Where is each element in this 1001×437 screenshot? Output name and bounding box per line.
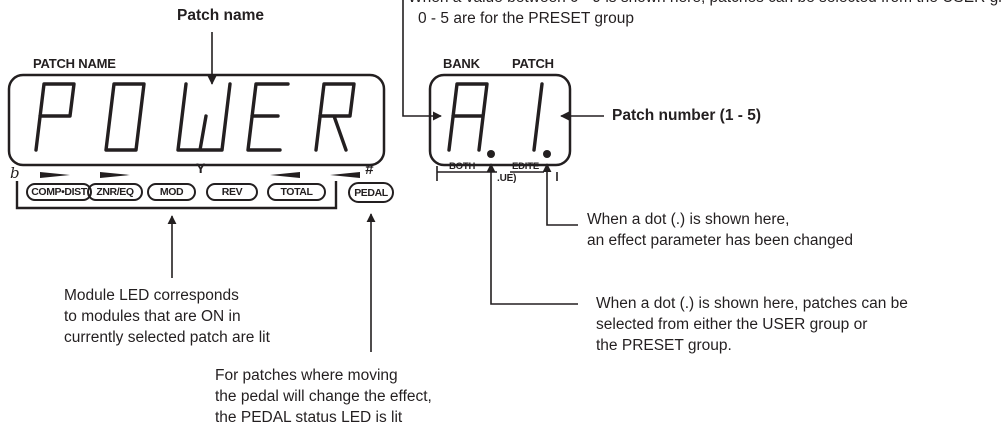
module-led-mod: MOD	[147, 183, 196, 201]
module-led-caption: Module LED corresponds to modules that a…	[64, 287, 270, 346]
pedal-led-caption: For patches where moving the pedal will …	[215, 367, 432, 426]
module-led-rev: REV	[206, 183, 258, 201]
bank-patch-display-frame	[428, 73, 572, 167]
module-bracket	[15, 181, 338, 210]
tuner-flat-symbol: b	[10, 164, 20, 182]
module-led-total: TOTAL	[267, 183, 326, 201]
bank-caption-line2: 0 - 5 are for the PRESET group	[418, 10, 634, 27]
tuner-bars	[40, 172, 360, 178]
patch-name-label: PATCH NAME	[33, 56, 116, 71]
patch-number-caption: Patch number (1 - 5)	[612, 107, 761, 124]
edit-dot-caption: When a dot (.) is shown here, an effect …	[587, 211, 853, 249]
edit-dot	[543, 150, 551, 158]
patch-name-segments	[34, 82, 356, 152]
module-led-znr-eq: ZNR/EQ	[87, 183, 143, 201]
patch-label: PATCH	[512, 56, 554, 71]
both-dot	[487, 150, 495, 158]
patch-name-caption: Patch name	[177, 7, 265, 24]
pedal-status-led: PEDAL	[348, 182, 394, 203]
tuner-center-symbol: Y	[196, 160, 206, 176]
both-dot-caption: When a dot (.) is shown here, patches ca…	[596, 295, 908, 354]
bank-caption-cut: When a value between 0 - 9 is shown here…	[408, 0, 1001, 8]
bank-patch-segments	[447, 82, 544, 152]
patch-name-display-frame	[7, 73, 386, 167]
module-led-comp-dist: COMP•DIST	[26, 183, 92, 201]
both-label: BOTH	[449, 161, 476, 172]
tuner-sharp-symbol: #	[365, 161, 374, 178]
bank-label: BANK	[443, 56, 480, 71]
edited-label: EDITE	[512, 161, 539, 172]
value-label: .UE)	[497, 173, 517, 184]
